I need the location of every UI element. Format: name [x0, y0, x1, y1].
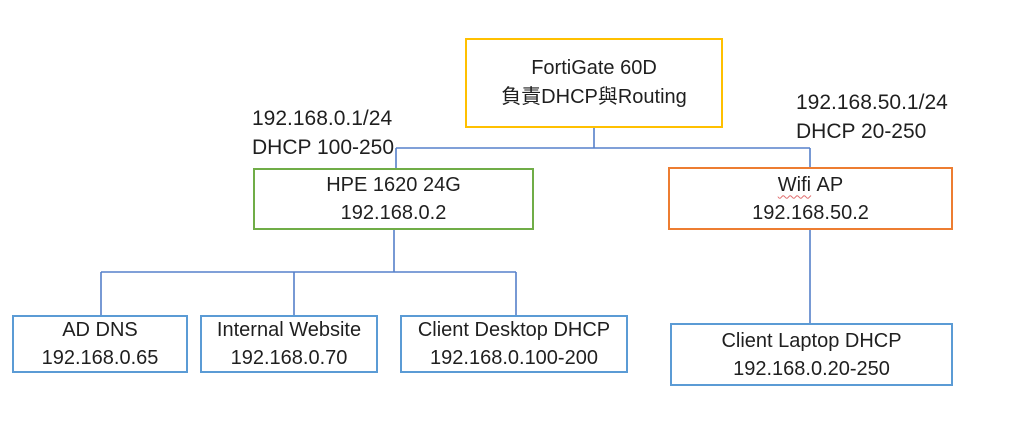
node-client-desktop-title: Client Desktop DHCP [417, 319, 611, 341]
node-wifi-ap-title-word-rest: AP [816, 173, 844, 196]
node-ad-dns-ip: 192.168.0.65 [41, 347, 159, 369]
node-ad-dns-server: AD DNS 192.168.0.65 [12, 315, 188, 373]
node-fortigate-router: FortiGate 60D 負責DHCP與Routing [465, 38, 723, 128]
node-client-laptop-ip-range: 192.168.0.20-250 [733, 357, 890, 380]
node-client-laptop-title: Client Laptop DHCP [721, 329, 902, 352]
node-wifi-ap-ip: 192.168.50.2 [752, 201, 869, 224]
node-hpe-switch-ip: 192.168.0.2 [340, 202, 447, 224]
node-internal-website: Internal Website 192.168.0.70 [200, 315, 378, 373]
node-wifi-ap-title-word-misspelled: Wifi [777, 173, 812, 196]
node-hpe-switch: HPE 1620 24G 192.168.0.2 [253, 168, 534, 230]
node-ad-dns-title: AD DNS [62, 319, 138, 341]
node-fortigate-title: FortiGate 60D [531, 57, 657, 79]
annotation-wifi-subnet-cidr: 192.168.50.1/24 [796, 91, 948, 114]
node-client-desktop-ip-range: 192.168.0.100-200 [430, 347, 598, 369]
connector-hpe-to-children [100, 230, 517, 315]
annotation-lan-subnet: 192.168.0.1/24 DHCP 100-250 [252, 104, 394, 162]
annotation-wifi-subnet: 192.168.50.1/24 DHCP 20-250 [796, 88, 948, 146]
connector-fortigate-to-children [395, 128, 811, 168]
node-internal-website-title: Internal Website [216, 319, 362, 341]
node-fortigate-subtitle: 負責DHCP與Routing [501, 86, 687, 108]
node-client-laptop-dhcp: Client Laptop DHCP 192.168.0.20-250 [670, 323, 953, 386]
annotation-wifi-subnet-dhcp-range: DHCP 20-250 [796, 120, 927, 143]
node-hpe-switch-title: HPE 1620 24G [326, 174, 461, 196]
annotation-lan-subnet-dhcp-range: DHCP 100-250 [252, 136, 395, 159]
annotation-lan-subnet-cidr: 192.168.0.1/24 [252, 107, 393, 130]
node-client-desktop-dhcp: Client Desktop DHCP 192.168.0.100-200 [400, 315, 628, 373]
node-internal-website-ip: 192.168.0.70 [230, 347, 348, 369]
